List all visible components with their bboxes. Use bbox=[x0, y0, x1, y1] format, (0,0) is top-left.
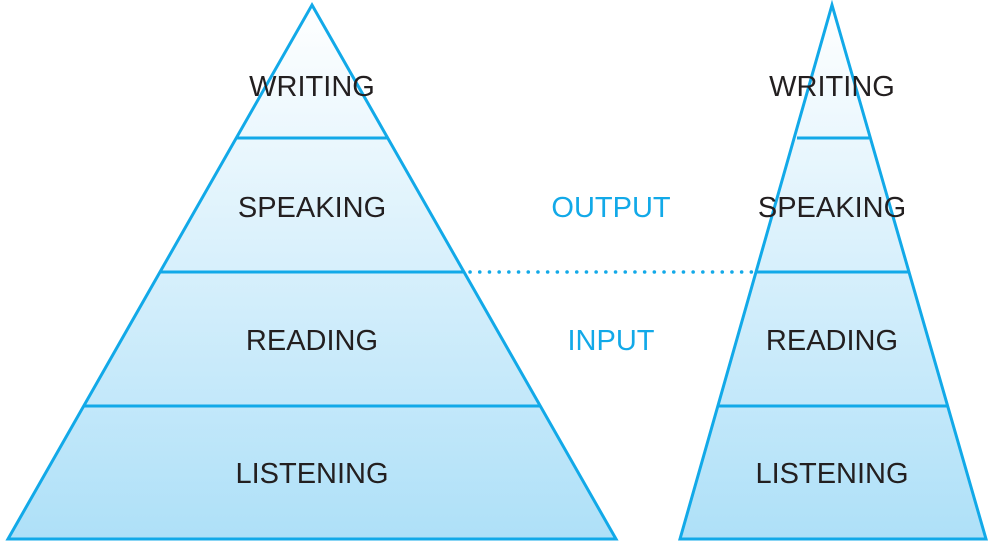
right-pyramid: WRITING SPEAKING READING LISTENING bbox=[678, 0, 988, 541]
input-label: INPUT bbox=[568, 325, 655, 357]
right-level-listening: LISTENING bbox=[755, 458, 908, 490]
right-level-writing: WRITING bbox=[769, 71, 895, 103]
left-level-writing: WRITING bbox=[249, 71, 375, 103]
right-level-reading: READING bbox=[766, 325, 898, 357]
left-pyramid: WRITING SPEAKING READING LISTENING bbox=[5, 1, 619, 541]
left-level-listening: LISTENING bbox=[235, 458, 388, 490]
right-level-speaking: SPEAKING bbox=[758, 192, 906, 224]
output-label: OUTPUT bbox=[551, 192, 671, 224]
left-level-reading: READING bbox=[246, 325, 378, 357]
left-level-speaking: SPEAKING bbox=[238, 192, 386, 224]
